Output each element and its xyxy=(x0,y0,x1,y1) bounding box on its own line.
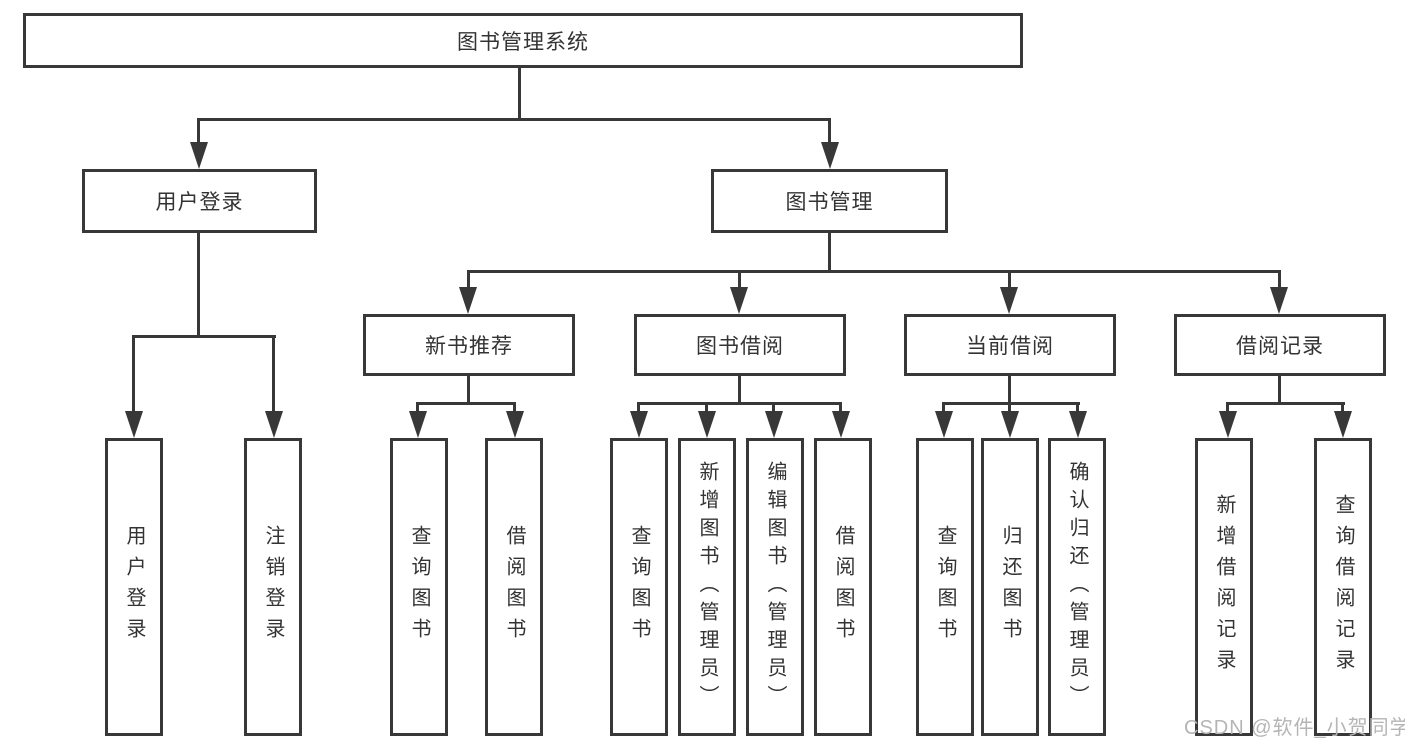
arrow-down-icon xyxy=(265,411,283,438)
connector-user-login-branch xyxy=(132,335,276,338)
leaf-edit-books-admin: 编辑图书（管理员） xyxy=(746,438,804,736)
connector-drop xyxy=(197,118,200,146)
connector-group-stem xyxy=(738,376,741,405)
arrow-down-icon xyxy=(821,142,839,169)
connector-drop xyxy=(637,402,640,416)
connector-drop xyxy=(705,402,708,416)
connector-book-mgmt-stem xyxy=(828,233,831,273)
node-root: 图书管理系统 xyxy=(23,13,1023,68)
connector-group-branch xyxy=(637,402,842,405)
connector-group-stem xyxy=(467,376,470,405)
connector-drop xyxy=(416,402,419,416)
csdn-watermark: CSDN @软件_小贺同学 xyxy=(1184,717,1405,739)
arrow-down-icon xyxy=(1069,411,1087,438)
arrow-down-icon xyxy=(935,411,953,438)
connector-drop xyxy=(1278,270,1281,290)
leaf-query-books: 查询图书 xyxy=(390,438,448,736)
connector-drop xyxy=(1076,402,1079,416)
node-new-book-recommend: 新书推荐 xyxy=(363,314,575,376)
connector-drop xyxy=(132,335,135,415)
leaf-query-borrow-record: 查询借阅记录 xyxy=(1314,438,1372,736)
arrow-down-icon xyxy=(1001,411,1019,438)
connector-drop xyxy=(1008,402,1011,416)
arrow-down-icon xyxy=(459,287,477,314)
connector-drop xyxy=(772,402,775,416)
leaf-borrow-books: 借阅图书 xyxy=(814,438,872,736)
node-current-borrow: 当前借阅 xyxy=(904,314,1116,376)
connector-drop xyxy=(272,335,275,415)
node-book-management: 图书管理 xyxy=(711,169,948,233)
connector-drop xyxy=(828,118,831,146)
leaf-add-borrow-record: 新增借阅记录 xyxy=(1195,438,1253,736)
arrow-down-icon xyxy=(125,411,143,438)
connector-group-stem xyxy=(1278,376,1281,405)
connector-drop xyxy=(513,402,516,416)
leaf-add-books-admin: 新增图书（管理员） xyxy=(678,438,736,736)
leaf-return-books: 归还图书 xyxy=(981,438,1039,736)
leaf-borrow-books: 借阅图书 xyxy=(485,438,543,736)
arrow-down-icon xyxy=(1334,411,1352,438)
connector-group-branch xyxy=(942,402,1080,405)
arrow-down-icon xyxy=(832,411,850,438)
connector-drop xyxy=(1008,270,1011,290)
arrow-down-icon xyxy=(409,411,427,438)
connector-drop xyxy=(839,402,842,416)
connector-level2-branch xyxy=(197,118,831,121)
arrow-down-icon xyxy=(698,411,716,438)
arrow-down-icon xyxy=(730,287,748,314)
node-book-borrow: 图书借阅 xyxy=(634,314,846,376)
connector-drop xyxy=(1226,402,1229,416)
leaf-query-books: 查询图书 xyxy=(916,438,974,736)
arrow-down-icon xyxy=(1219,411,1237,438)
leaf-user-login: 用户登录 xyxy=(105,438,163,736)
leaf-confirm-return-admin: 确认归还（管理员） xyxy=(1048,438,1106,736)
arrow-down-icon xyxy=(630,411,648,438)
node-borrow-records: 借阅记录 xyxy=(1174,314,1386,376)
arrow-down-icon xyxy=(765,411,783,438)
connector-drop xyxy=(942,402,945,416)
leaf-query-books: 查询图书 xyxy=(610,438,668,736)
connector-drop xyxy=(1341,402,1344,416)
arrow-down-icon xyxy=(506,411,524,438)
arrow-down-icon xyxy=(1270,287,1288,314)
connector-drop xyxy=(738,270,741,290)
connector-user-login-stem xyxy=(197,233,200,337)
connector-group-branch xyxy=(416,402,516,405)
connector-group-branch xyxy=(1226,402,1345,405)
connector-group-stem xyxy=(1008,376,1011,405)
connector-root-stem xyxy=(518,68,521,121)
arrow-down-icon xyxy=(1000,287,1018,314)
node-user-login: 用户登录 xyxy=(82,169,317,233)
arrow-down-icon xyxy=(190,142,208,169)
leaf-logout: 注销登录 xyxy=(244,438,302,736)
connector-drop xyxy=(467,270,470,290)
connector-level3-branch xyxy=(467,270,1281,273)
